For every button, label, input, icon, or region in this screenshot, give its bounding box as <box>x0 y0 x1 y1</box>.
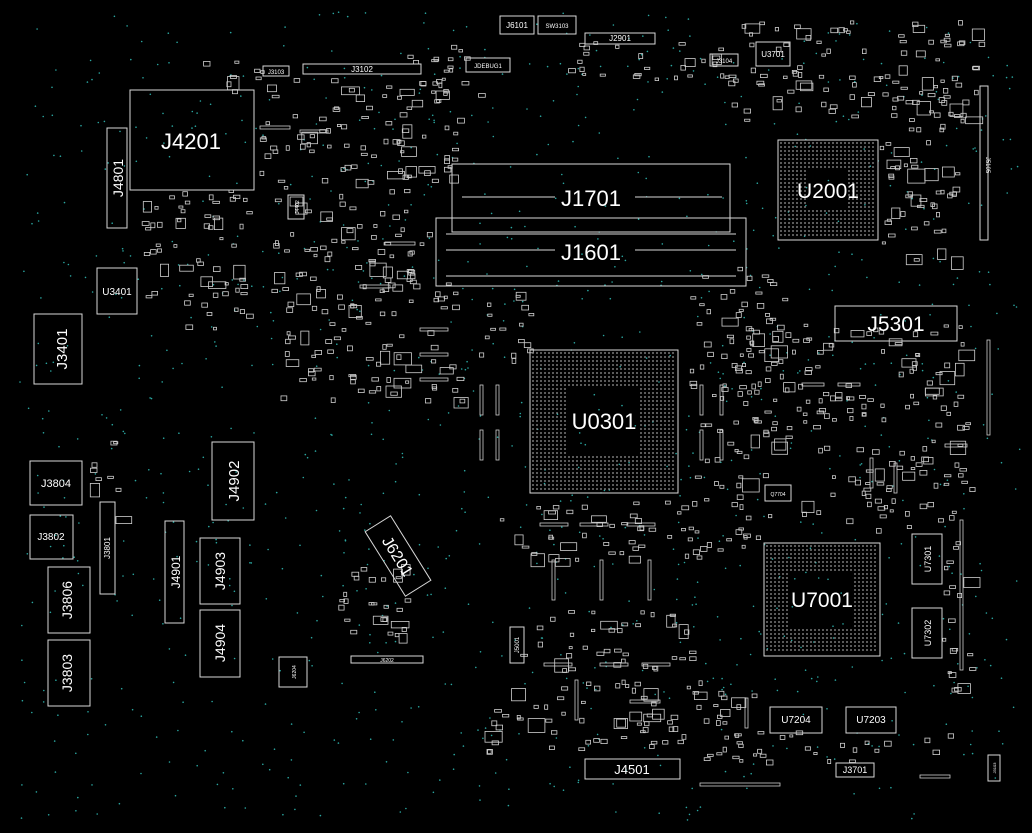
part-u7301[interactable]: U7301 <box>911 533 943 585</box>
part-j4903[interactable]: J4903 <box>199 537 241 605</box>
label-j4902: J4902 <box>226 461 243 502</box>
part-j5105[interactable]: J5105 <box>979 85 990 241</box>
part-j3103[interactable]: J3103 <box>262 65 290 77</box>
via-dots <box>19 11 1021 821</box>
label-j1701: J1701 <box>561 186 621 211</box>
label-u3401: U3401 <box>102 287 132 298</box>
label-j4903: J4903 <box>212 552 228 590</box>
part-sw3103[interactable]: SW3103 <box>537 15 577 35</box>
part-u7302[interactable]: U7302 <box>911 607 943 659</box>
label-jdebug1: JDEBUG1 <box>474 64 502 70</box>
label-u2001: U2001 <box>797 180 859 203</box>
label-sw3103: SW3103 <box>545 24 569 30</box>
part-j6101[interactable]: J6101 <box>499 15 535 35</box>
label-u7302: U7302 <box>923 620 933 647</box>
label-j3103: J3103 <box>268 70 285 76</box>
part-j3802[interactable]: J3802 <box>29 514 74 560</box>
part-jdebug1[interactable]: JDEBUG1 <box>465 57 511 73</box>
label-j4904: J4904 <box>212 624 228 662</box>
part-j3701[interactable]: J3701 <box>835 762 875 778</box>
label-j6201: J6201 <box>378 534 416 580</box>
part-j3401[interactable]: J3401 <box>33 313 83 385</box>
part-q7704[interactable]: Q7704 <box>764 484 792 502</box>
part-j5001[interactable]: J5001 <box>509 626 525 664</box>
part-j1601[interactable]: J1601 <box>435 217 747 287</box>
label-j5001: J5001 <box>515 636 521 653</box>
part-j6201[interactable]: J6201 <box>364 515 432 597</box>
part-j4201[interactable]: J4201 <box>129 89 255 191</box>
bga-grid-u0301 <box>532 352 674 490</box>
part-j4901[interactable]: J4901 <box>164 520 185 624</box>
part-u3401[interactable]: U3401 <box>96 267 138 315</box>
part-j3102[interactable]: J3102 <box>302 63 422 75</box>
label-j4901: J4901 <box>169 555 183 588</box>
part-j4801[interactable]: J4801 <box>106 127 128 229</box>
part-j4902[interactable]: J4902 <box>211 441 255 521</box>
label-j3801: J3801 <box>103 537 112 559</box>
label-u3701: U3701 <box>761 50 785 59</box>
part-j1701[interactable]: J1701 <box>451 163 731 233</box>
label-j4402: J4402 <box>295 200 301 214</box>
part-u7204[interactable]: U7204 <box>769 706 823 734</box>
part-j3104[interactable]: J3104 <box>709 53 739 67</box>
label-j3806: J3806 <box>59 581 75 619</box>
label-j3701: J3701 <box>843 765 868 775</box>
label-j3802: J3802 <box>37 532 65 543</box>
label-j1601: J1601 <box>561 240 621 265</box>
label-j3803: J3803 <box>59 654 75 692</box>
part-j3103b[interactable]: J3103 <box>987 754 1001 782</box>
bga-grid-u7001 <box>766 545 876 651</box>
label-j4801: J4801 <box>110 159 126 197</box>
label-j5301: J5301 <box>867 313 924 336</box>
part-j2901[interactable]: J2901 <box>584 32 656 45</box>
label-j3103b: J3103 <box>992 762 997 774</box>
part-j3804[interactable]: J3804 <box>29 460 83 506</box>
label-j3102: J3102 <box>351 65 373 74</box>
part-j3801[interactable]: J3801 <box>99 501 116 595</box>
part-u7001[interactable]: U7001 <box>763 542 881 657</box>
label-j3401: J3401 <box>54 329 71 370</box>
part-j5301[interactable]: J5301 <box>834 305 958 342</box>
part-j6204[interactable]: J6204 <box>278 656 308 688</box>
part-j4904[interactable]: J4904 <box>199 609 241 678</box>
part-u2001[interactable]: U2001 <box>777 139 879 241</box>
bga-grid-u2001 <box>780 142 874 236</box>
label-j2901: J2901 <box>609 34 631 43</box>
label-j3104: J3104 <box>716 59 733 65</box>
label-j3804: J3804 <box>41 478 71 490</box>
label-j4501: J4501 <box>614 762 649 777</box>
label-u7203: U7203 <box>856 715 886 726</box>
label-j6204: J6204 <box>292 665 298 679</box>
label-u7001: U7001 <box>791 589 853 612</box>
label-j5105: J5105 <box>984 157 990 174</box>
label-u0301: U0301 <box>572 409 637 434</box>
label-u7301: U7301 <box>923 546 933 573</box>
label-j6202: J6202 <box>380 658 394 664</box>
part-u7203[interactable]: U7203 <box>845 706 897 734</box>
label-j6101: J6101 <box>506 21 528 30</box>
part-j4402[interactable]: J4402 <box>287 194 305 220</box>
label-j4201: J4201 <box>161 129 221 154</box>
label-u7204: U7204 <box>781 715 811 726</box>
part-j3806[interactable]: J3806 <box>47 566 91 634</box>
label-q7704: Q7704 <box>770 492 785 498</box>
part-j6202[interactable]: J6202 <box>350 655 424 664</box>
part-j4501[interactable]: J4501 <box>584 758 681 780</box>
small-component-pads <box>89 20 991 787</box>
part-u0301[interactable]: U0301 <box>529 349 679 494</box>
part-j3803[interactable]: J3803 <box>47 639 91 707</box>
part-u3701[interactable]: U3701 <box>755 41 791 67</box>
